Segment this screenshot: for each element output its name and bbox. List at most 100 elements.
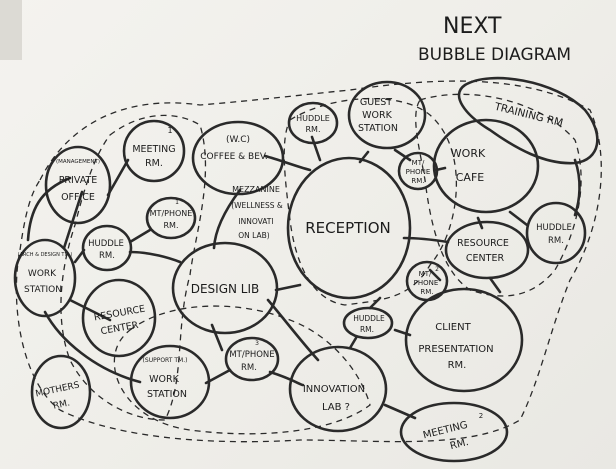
connection-line: [393, 148, 412, 162]
bubble-coffee-bev: (W.C) COFFEE & BEV.: [191, 120, 285, 196]
connection-line: [488, 276, 502, 294]
label-line: RESOURCE: [457, 238, 509, 249]
bubble-mt-phone-rm-1: 1 MT/PHONE RM.: [145, 196, 197, 240]
paper-corner: [0, 0, 22, 60]
zone-boundary-left: [60, 114, 207, 421]
bubble-outline: [347, 80, 427, 150]
label-line: STATION: [24, 285, 62, 295]
connection-line: [508, 210, 529, 227]
zone-boundary-right: [415, 93, 582, 297]
label-line: MT/PHONE: [150, 209, 193, 218]
bubble-outline: [286, 156, 412, 300]
bubble-resource-center-right: RESOURCE CENTER: [444, 220, 530, 280]
label-line: HUDDLE: [536, 223, 572, 233]
label-tag: (SUPPORT TM.): [143, 357, 188, 364]
label-line: PRIVATE: [59, 175, 98, 186]
label-line: RM.: [145, 158, 163, 169]
label-line: CAFE: [456, 171, 485, 184]
label-line: HUDDLE: [353, 314, 385, 323]
zone-boundary-outer: [15, 80, 602, 443]
bubble-huddle-rm-right: HUDDLE RM.: [525, 201, 587, 265]
label-line: WORK: [451, 147, 486, 160]
label-line: MT/PHONE: [229, 350, 274, 360]
label-line: RM.: [449, 437, 470, 452]
bubble-outline: [13, 238, 77, 318]
label-line: (W.C): [226, 135, 250, 145]
bubble-outline: [399, 401, 509, 463]
title-bubble-diagram: BUBBLE DIAGRAM: [418, 45, 571, 65]
connection-line: [348, 336, 358, 350]
bubble-meeting-rm-1: 1 MEETING RM.: [122, 119, 186, 183]
bubble-huddle-rm-left: HUDDLE RM.: [81, 224, 133, 272]
label-line: COFFEE & BEV.: [200, 152, 268, 162]
label-line: CENTER: [466, 253, 505, 264]
bubble-outline: [224, 336, 280, 382]
bubble-private-office: (MANAGEMENT) PRIVATE OFFICE: [44, 145, 112, 225]
label-line: STATION: [358, 123, 398, 134]
zone-boundary-bottom: [113, 305, 371, 435]
label-number: 3: [255, 340, 259, 347]
bubble-work-station-bottom: (SUPPORT TM.) WORK STATION: [129, 344, 211, 420]
connection-line: [212, 188, 242, 250]
label-line: PHONE: [406, 168, 431, 176]
bubble-outline: [288, 345, 388, 433]
diagram-title: NEXT BUBBLE DIAGRAM: [418, 14, 571, 65]
label-line: MOTHERS: [35, 380, 81, 399]
label-tag: (ARCH & DESIGN TM.): [18, 252, 73, 258]
label-line: RM.: [411, 177, 424, 185]
bubble-outline: [404, 287, 524, 393]
connection-line: [310, 135, 322, 162]
bubble-design-lib: DESIGN LIB: [171, 241, 279, 335]
bubble-outline: [171, 241, 279, 335]
label-line: PRESENTATION: [418, 344, 493, 355]
bubble-outline: [129, 344, 211, 420]
label-line: RM.: [52, 398, 71, 411]
label-line: GUEST: [360, 97, 392, 108]
connection-line: [128, 228, 152, 244]
connection-line: [210, 323, 224, 352]
bubble-outline: [397, 151, 439, 191]
label-line: INNOVATION: [303, 384, 365, 395]
label-line: RECEPTION: [305, 219, 391, 237]
bubble-outline: [432, 118, 540, 214]
bubble-resource-center-left: RESOURCE CENTER: [81, 278, 157, 358]
label-line: OFFICE: [61, 192, 95, 203]
label-number: 1: [167, 126, 172, 135]
label-line: MEETING: [132, 144, 175, 155]
bubble-reception: RECEPTION: [286, 156, 412, 300]
connection-line: [62, 190, 84, 250]
label-line: CLIENT: [435, 322, 471, 333]
label-line: CENTER: [100, 320, 140, 338]
label-line: WORK: [362, 110, 392, 121]
connection-line: [128, 250, 182, 264]
bubble-outline: [81, 278, 157, 358]
bubble-guest-work-station: GUEST WORK STATION: [347, 80, 427, 150]
label-training-rm: TRAINING RM: [492, 101, 564, 130]
label-line: RM.: [448, 360, 467, 371]
label-line: WORK: [28, 269, 57, 279]
bubble-outline: [81, 224, 133, 272]
label-line: MT/: [412, 159, 425, 167]
label-line: PHONE: [414, 279, 439, 287]
connection-line: [106, 158, 130, 197]
label-line: RESOURCE: [93, 304, 146, 324]
bubble-outline: [145, 196, 197, 240]
bubble-work-station-left: (ARCH & DESIGN TM.) WORK STATION: [13, 238, 77, 318]
bubble-innovation-lab: INNOVATION LAB ?: [288, 345, 388, 433]
label-line: ON LAB): [238, 231, 270, 240]
label-tag: (MANAGEMENT): [56, 159, 100, 165]
connection-line: [263, 154, 312, 172]
bubble-meeting-rm-2: 2 MEETING RM.: [399, 401, 509, 463]
label-line: RM.: [99, 251, 115, 261]
mezzanine-note: MEZZANINE (WELLNESS & INNOVATI ON LAB): [231, 185, 283, 240]
bubble-mt-phone-rm-3: 3 MT/PHONE RM.: [224, 336, 280, 382]
label-line: RM.: [548, 236, 564, 246]
label-number: 1: [175, 199, 179, 206]
label-line: STATION: [147, 389, 187, 400]
title-next: NEXT: [443, 14, 502, 39]
label-line: LAB ?: [322, 402, 350, 413]
label-line: INNOVATI: [238, 217, 273, 226]
label-line: RM.: [163, 221, 178, 230]
bubble-client-presentation-rm: CLIENT PRESENTATION RM.: [404, 287, 524, 393]
